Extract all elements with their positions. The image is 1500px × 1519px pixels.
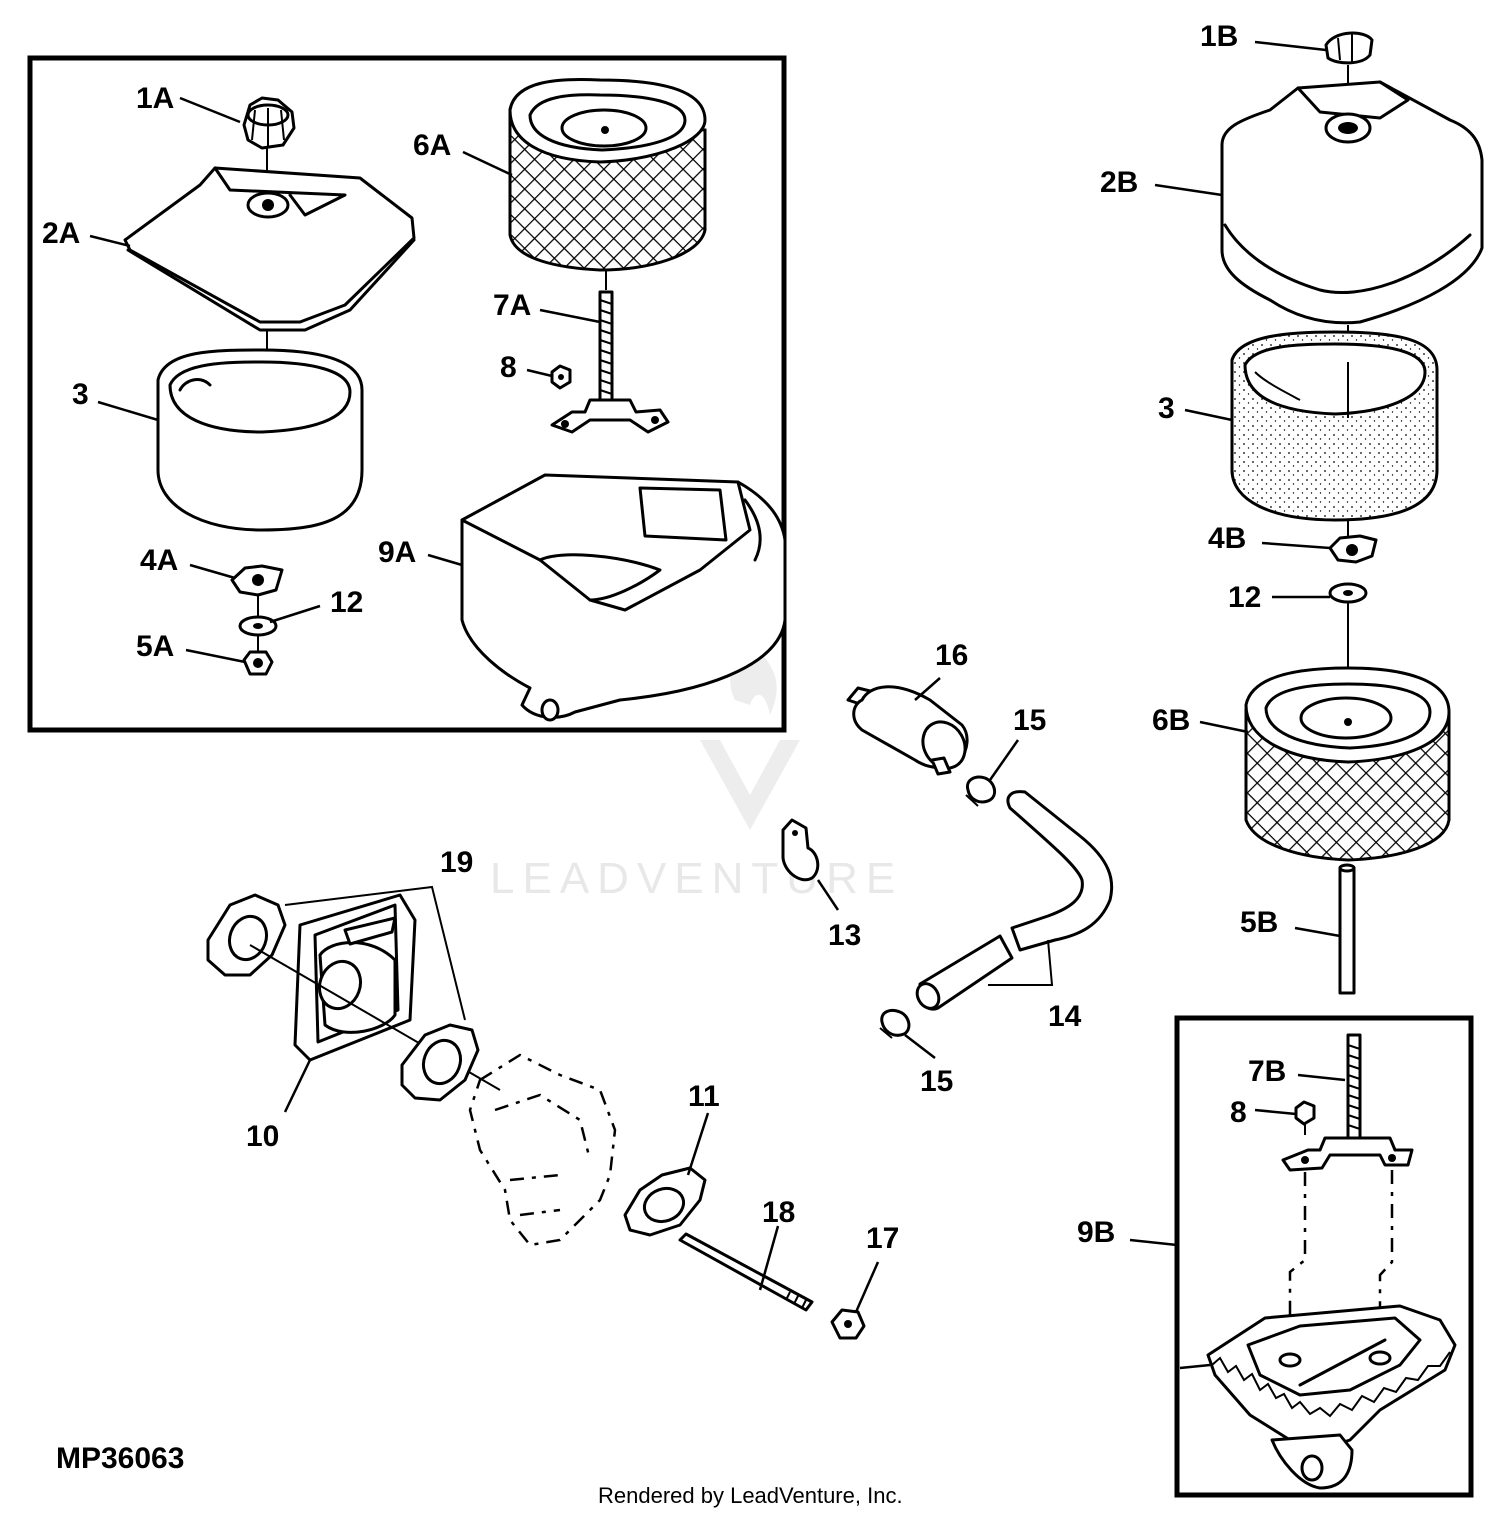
fuel-filter-16 xyxy=(846,685,969,776)
stud-7a xyxy=(598,290,614,414)
callout-19: 19 xyxy=(440,846,473,879)
callout-11: 11 xyxy=(688,1080,720,1113)
callout-15-lower: 15 xyxy=(920,1065,953,1098)
precleaner-3a xyxy=(156,348,364,532)
base-9a xyxy=(460,473,787,722)
filter-6a xyxy=(508,77,707,290)
callout-1a: 1A xyxy=(136,82,174,115)
carburetor-outline xyxy=(468,1053,617,1247)
callout-6a: 6A xyxy=(413,129,451,162)
callout-2b: 2B xyxy=(1100,166,1138,199)
callout-4a: 4A xyxy=(140,544,178,577)
callout-12a: 12 xyxy=(330,586,363,619)
bracket-7b xyxy=(1281,1136,1414,1172)
fuel-hose-14 xyxy=(915,790,1114,1011)
callout-1b: 1B xyxy=(1200,20,1238,53)
knob-1a xyxy=(242,96,296,192)
callout-labels: 1A 2A 3 4A 5A 12 6A 7A 8 9A 1B 2B 3 4B 1… xyxy=(42,20,1286,1255)
bracket-7a xyxy=(550,398,670,434)
callout-15-upper: 15 xyxy=(1013,704,1046,737)
wing-nut-4a xyxy=(230,564,284,620)
callout-8b: 8 xyxy=(1230,1096,1247,1129)
nut-17 xyxy=(830,1308,866,1340)
callout-7a: 7A xyxy=(493,289,531,322)
callout-7b: 7B xyxy=(1248,1055,1286,1088)
washer-12b xyxy=(1328,520,1368,690)
callout-14: 14 xyxy=(1048,1000,1082,1033)
base-9b xyxy=(1206,1304,1457,1490)
callout-17: 17 xyxy=(866,1222,899,1255)
spacer-plate-10 xyxy=(249,893,501,1091)
kit-b-frame xyxy=(1174,1015,1474,1498)
cover-2b xyxy=(1220,80,1484,420)
callout-2a: 2A xyxy=(42,217,80,250)
callout-6b: 6B xyxy=(1152,704,1190,737)
washer-12a xyxy=(238,615,278,655)
guide-line-left xyxy=(1288,1172,1307,1350)
gasket-11 xyxy=(623,1166,707,1237)
callout-5a: 5A xyxy=(136,630,174,663)
watermark-text: LEADVENTURE xyxy=(490,854,903,903)
callout-3b: 3 xyxy=(1158,392,1175,425)
bolt-18 xyxy=(678,1232,814,1312)
screw-8a xyxy=(550,364,572,390)
tube-5b xyxy=(1338,863,1356,995)
leader-lines xyxy=(89,40,1346,1370)
filter-6b xyxy=(1244,666,1451,862)
gasket-19-right xyxy=(284,885,480,1102)
screw-8b xyxy=(1294,1100,1316,1135)
wing-nut-4b xyxy=(1328,534,1378,564)
clamp-15-lower xyxy=(879,1008,911,1039)
callout-9b: 9B xyxy=(1077,1216,1115,1249)
kit-a-frame xyxy=(27,55,787,733)
callout-8a: 8 xyxy=(500,351,517,384)
diagram-code: MP36063 xyxy=(56,1442,184,1475)
callout-10: 10 xyxy=(246,1120,279,1153)
precleaner-3b xyxy=(1230,330,1439,522)
hose-clip-13 xyxy=(781,818,820,882)
callout-16: 16 xyxy=(935,639,968,672)
clamp-15-upper xyxy=(965,775,997,807)
callout-5b: 5B xyxy=(1240,906,1278,939)
callout-13: 13 xyxy=(828,919,861,952)
rendered-by-footer: Rendered by LeadVenture, Inc. xyxy=(598,1483,903,1508)
cover-2a xyxy=(123,166,416,420)
gasket-19-left xyxy=(206,893,287,977)
callout-9a: 9A xyxy=(378,536,416,569)
callout-3a: 3 xyxy=(72,378,89,411)
callout-18: 18 xyxy=(762,1196,795,1229)
stud-7b xyxy=(1346,1033,1362,1147)
callout-4b: 4B xyxy=(1208,522,1246,555)
callout-12b: 12 xyxy=(1228,581,1261,614)
nut-5a xyxy=(242,650,274,676)
